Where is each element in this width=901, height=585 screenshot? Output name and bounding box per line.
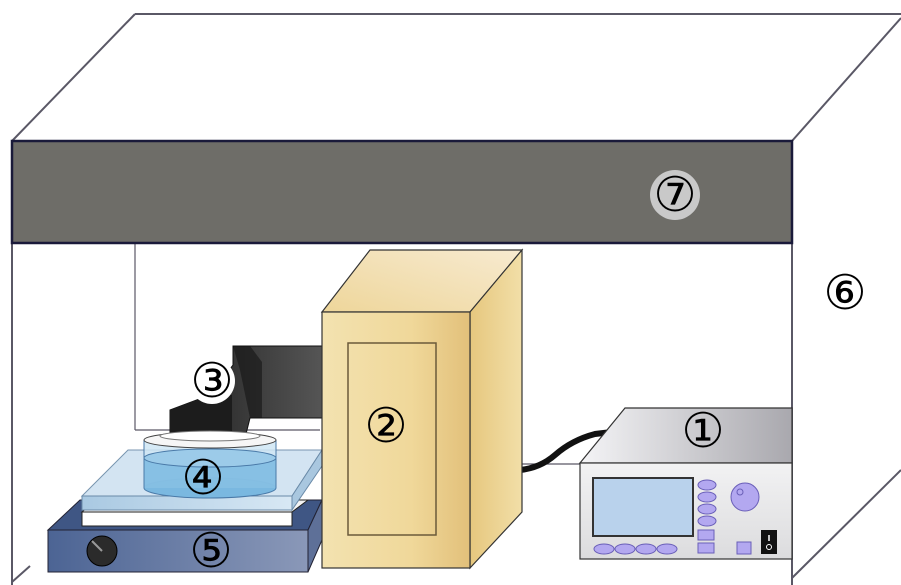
generator-bottom-buttons [593, 541, 752, 555]
label-two: ② [364, 398, 407, 454]
label-four: ④ [181, 450, 224, 506]
cabinet-panel [347, 342, 437, 536]
label-one-text: ① [681, 403, 724, 459]
label-five: ⑤ [189, 523, 232, 579]
knob-icon [86, 535, 118, 567]
signal-generator [578, 407, 793, 560]
enclosure-bottom-left-diagonal [11, 565, 31, 583]
generator-screen [592, 477, 694, 537]
transducer-cabinet [320, 248, 524, 570]
label-seven-text: ⑦ [653, 167, 696, 223]
label-six-text: ⑥ [823, 265, 866, 321]
label-two-text: ② [364, 398, 407, 454]
generator-side-buttons [697, 479, 717, 554]
enclosure-bottom-right-diagonal [791, 469, 901, 579]
power-switch-icon [761, 530, 777, 554]
sample-dish [143, 430, 277, 499]
label-four-text: ④ [181, 450, 224, 506]
label-three: ③ [189, 353, 235, 409]
label-six: ⑥ [823, 265, 866, 321]
enclosure-right-top-diagonal [791, 17, 901, 142]
enclosure-left-top-diagonal [11, 13, 136, 142]
label-five-text: ⑤ [189, 523, 232, 579]
label-three-text: ③ [190, 353, 233, 409]
label-one: ① [681, 403, 724, 459]
label-seven: ⑦ [650, 167, 700, 223]
dial-icon [730, 482, 760, 512]
connection-cable [517, 429, 615, 473]
